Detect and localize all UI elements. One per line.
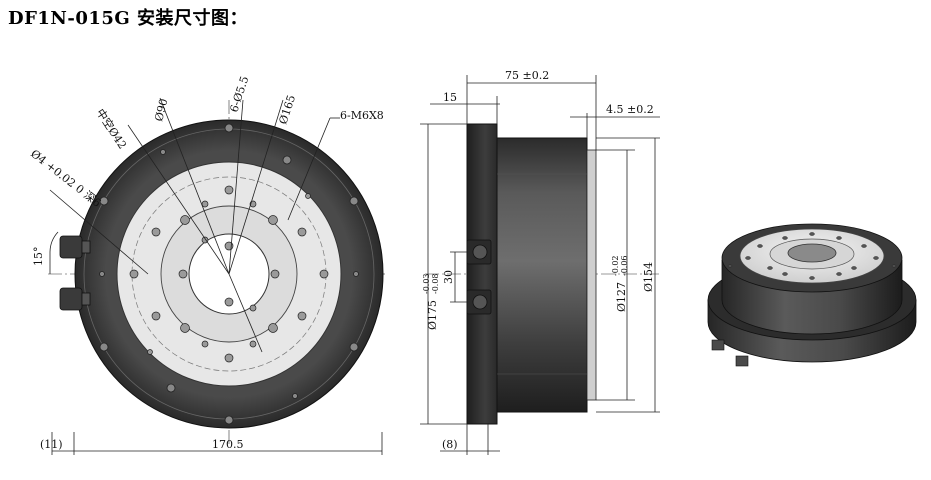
callout-pin-hole: Ø4 +0.02 0 深6	[28, 147, 103, 210]
dim-d154: Ø154	[642, 262, 655, 292]
side-view: 75 ±0.2 15 4.5 ±0.2 Ø175 -0.03 -0.08 Ø12…	[420, 69, 660, 455]
callout-d165: Ø165	[276, 93, 298, 126]
dim-d127: Ø127	[615, 282, 628, 312]
dim-gap30: 30	[442, 270, 455, 284]
dim-offset8: (8)	[442, 438, 458, 451]
dim-d175-tol-lower: -0.08	[431, 273, 440, 294]
front-view: 6-Ø5.5 Ø165 6-M6X8 Ø90 中空Ø42 Ø4 +0.02 0 …	[28, 74, 385, 455]
side-body	[496, 137, 588, 413]
cable-connectors	[59, 235, 91, 311]
dim-width: 170.5	[212, 438, 244, 451]
dim-d175: Ø175	[426, 300, 439, 330]
callout-hollow: 中空Ø42	[93, 106, 129, 151]
callout-6-hole: 6-Ø5.5	[227, 74, 251, 113]
side-flange	[466, 123, 498, 425]
dim-d175-tol-upper: -0.03	[422, 273, 431, 294]
dim-flange: 15	[443, 91, 457, 104]
callout-angle: 15°	[32, 247, 45, 267]
iso-connectors	[711, 339, 749, 367]
dim-d127-tol-upper: -0.02	[611, 255, 620, 276]
side-connectors	[466, 239, 492, 315]
dim-offset: (11)	[40, 438, 63, 451]
dim-length: 75 ±0.2	[505, 69, 549, 82]
dim-step: 4.5 ±0.2	[606, 103, 654, 116]
page-title: DF1N-015G 安装尺寸图：	[8, 8, 249, 29]
iso-view	[707, 223, 917, 367]
callout-d90: Ø90	[152, 97, 170, 122]
dim-d127-tol-lower: -0.06	[620, 255, 629, 276]
callout-m6: 6-M6X8	[340, 109, 384, 122]
